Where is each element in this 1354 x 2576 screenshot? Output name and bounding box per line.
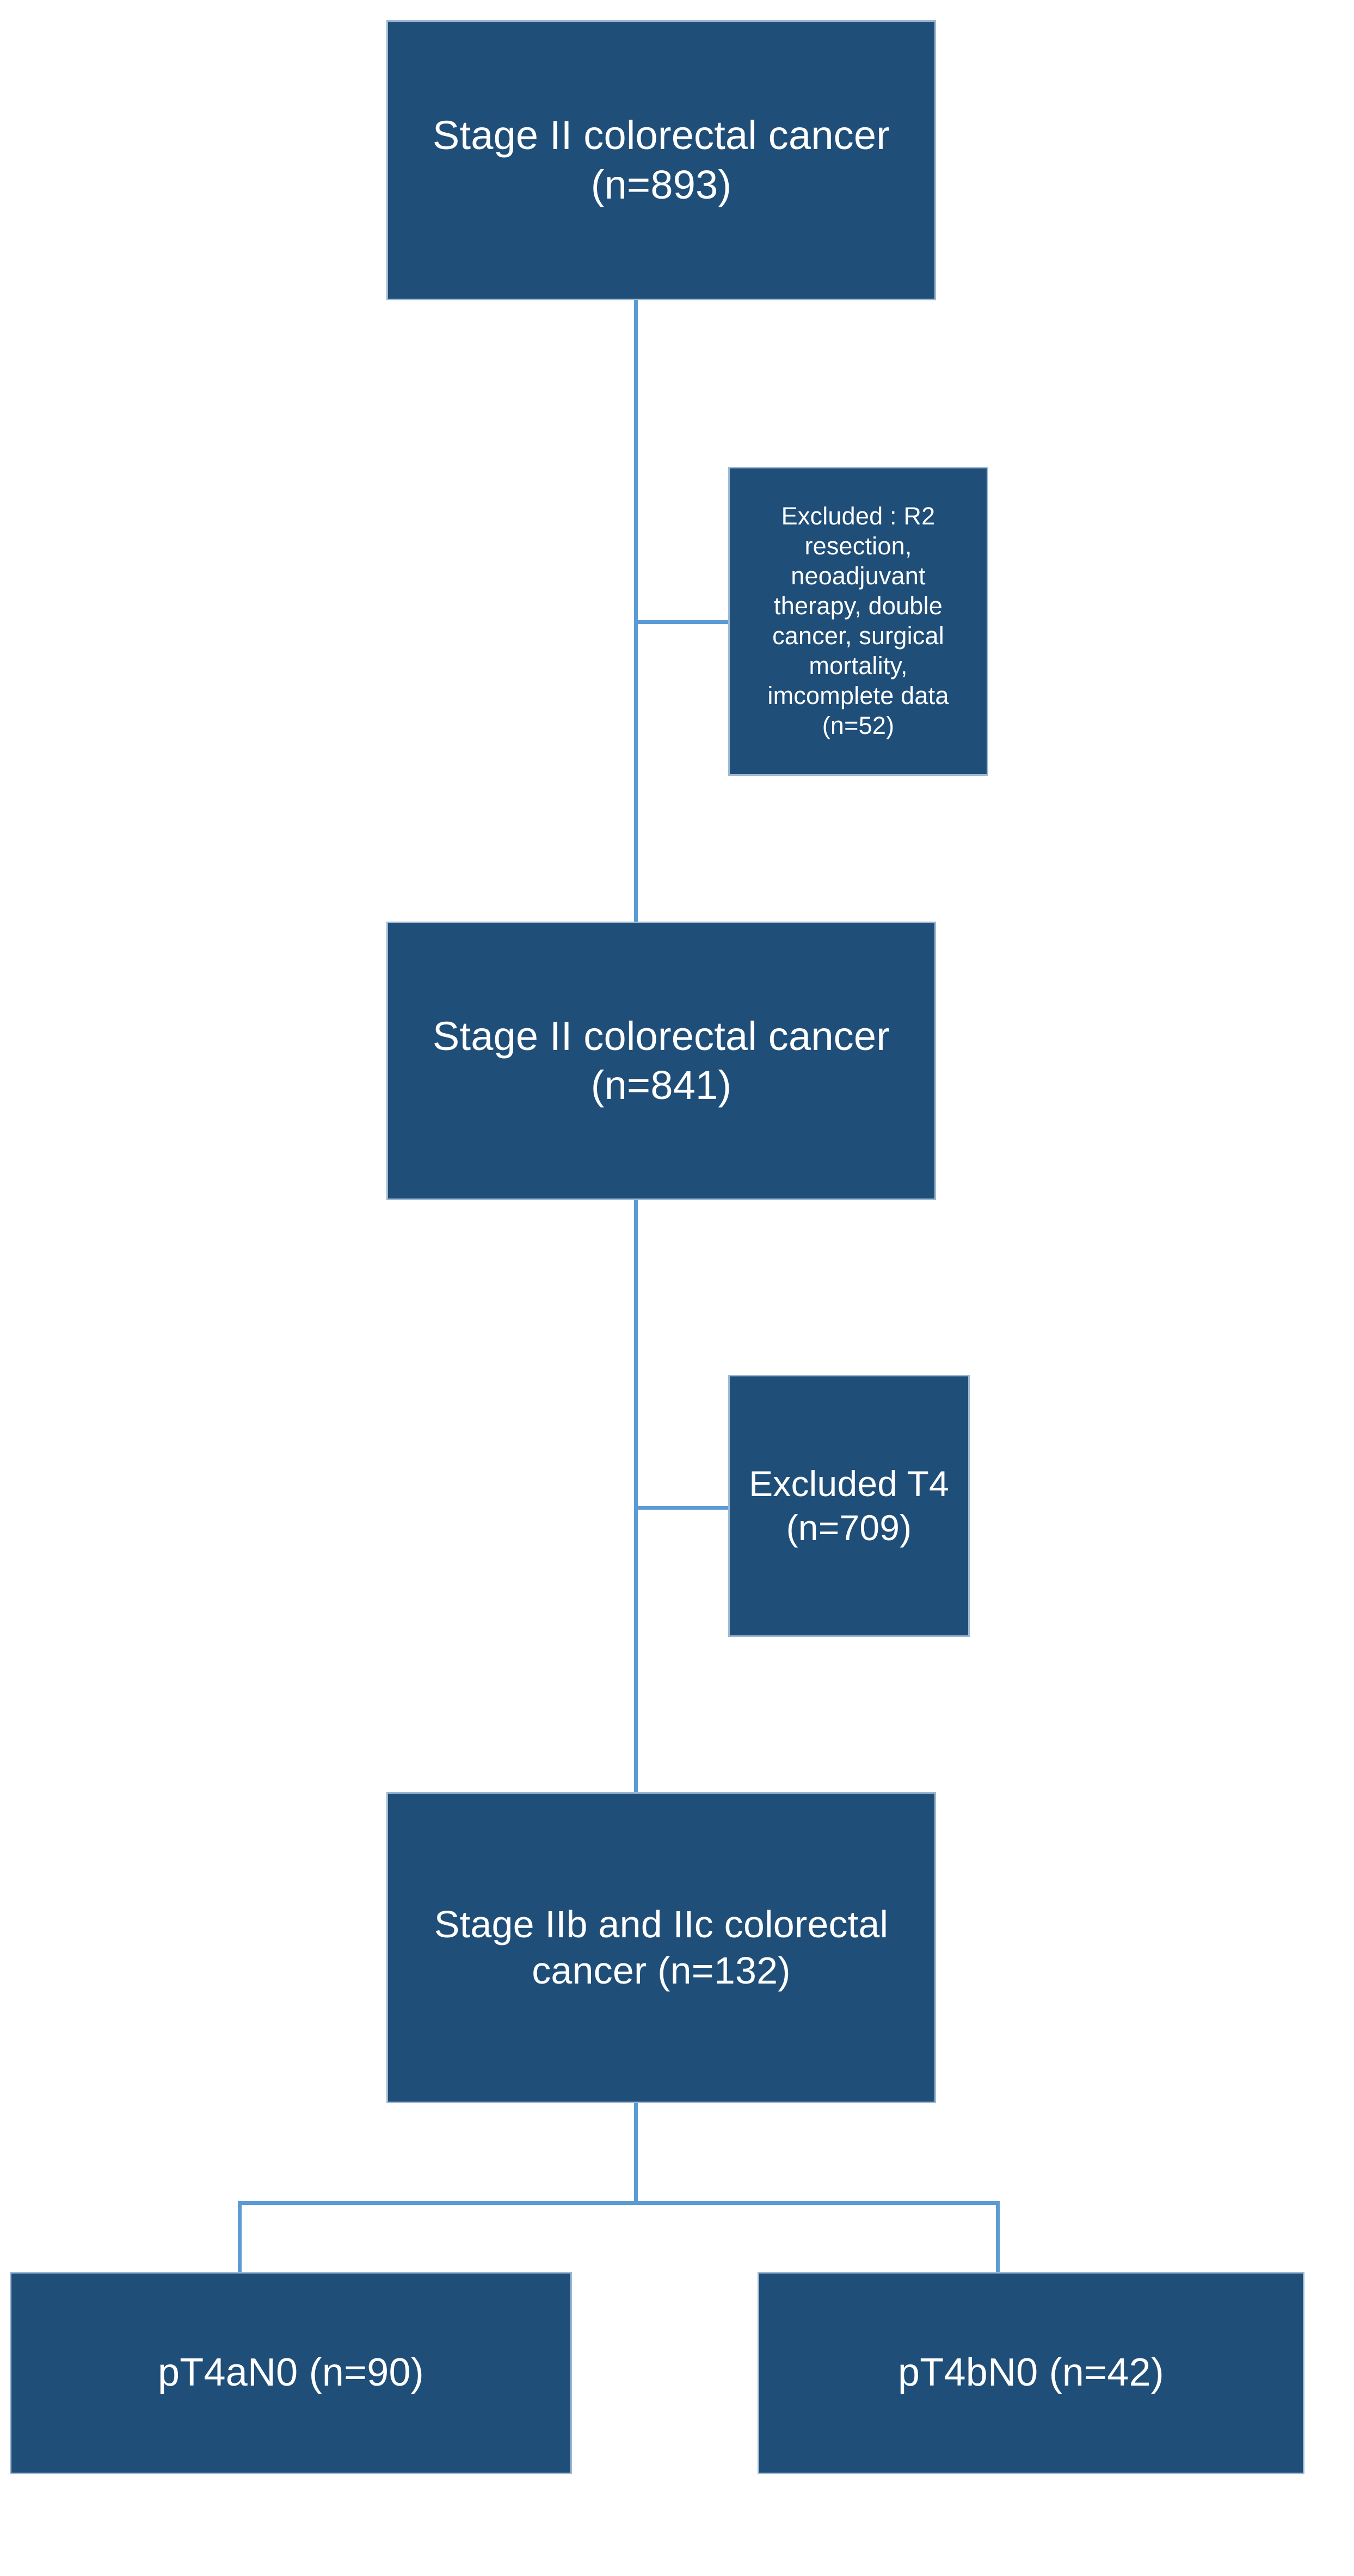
node-label: Stage II colorectal cancer (n=841) bbox=[432, 1013, 890, 1108]
connector-stub-to-exclusion-1 bbox=[634, 620, 730, 624]
node-stage-iib-iic-colorectal-cancer-132: Stage IIb and IIc colorectal cancer (n=1… bbox=[386, 1792, 936, 2103]
node-stage-ii-colorectal-cancer-841: Stage II colorectal cancer (n=841) bbox=[386, 922, 936, 1200]
node-excluded-t4-709: Excluded T4 (n=709) bbox=[728, 1375, 970, 1637]
node-pt4bn0-42: pT4bN0 (n=42) bbox=[758, 2272, 1304, 2474]
node-label: Excluded : R2 resection, neoadjuvant the… bbox=[767, 502, 949, 739]
node-label: Stage II colorectal cancer (n=893) bbox=[432, 113, 890, 207]
node-label: pT4bN0 (n=42) bbox=[898, 2351, 1164, 2395]
connector-cohort-to-split bbox=[634, 2103, 638, 2203]
connector-split-horizontal bbox=[238, 2201, 1000, 2205]
node-pt4an0-90: pT4aN0 (n=90) bbox=[10, 2272, 572, 2474]
node-label: Stage IIb and IIc colorectal cancer (n=1… bbox=[434, 1902, 889, 1992]
connector-split-left-arm bbox=[238, 2201, 242, 2273]
node-label: pT4aN0 (n=90) bbox=[158, 2351, 424, 2395]
connector-eligible-to-cohort bbox=[634, 1200, 638, 1792]
connector-split-right-arm bbox=[996, 2201, 1000, 2273]
connector-screened-to-eligible bbox=[634, 300, 638, 922]
node-excluded-criteria-52: Excluded : R2 resection, neoadjuvant the… bbox=[728, 467, 988, 776]
connector-stub-to-exclusion-2 bbox=[634, 1506, 730, 1510]
node-label: Excluded T4 (n=709) bbox=[749, 1463, 949, 1548]
node-stage-ii-colorectal-cancer-893: Stage II colorectal cancer (n=893) bbox=[386, 20, 936, 300]
